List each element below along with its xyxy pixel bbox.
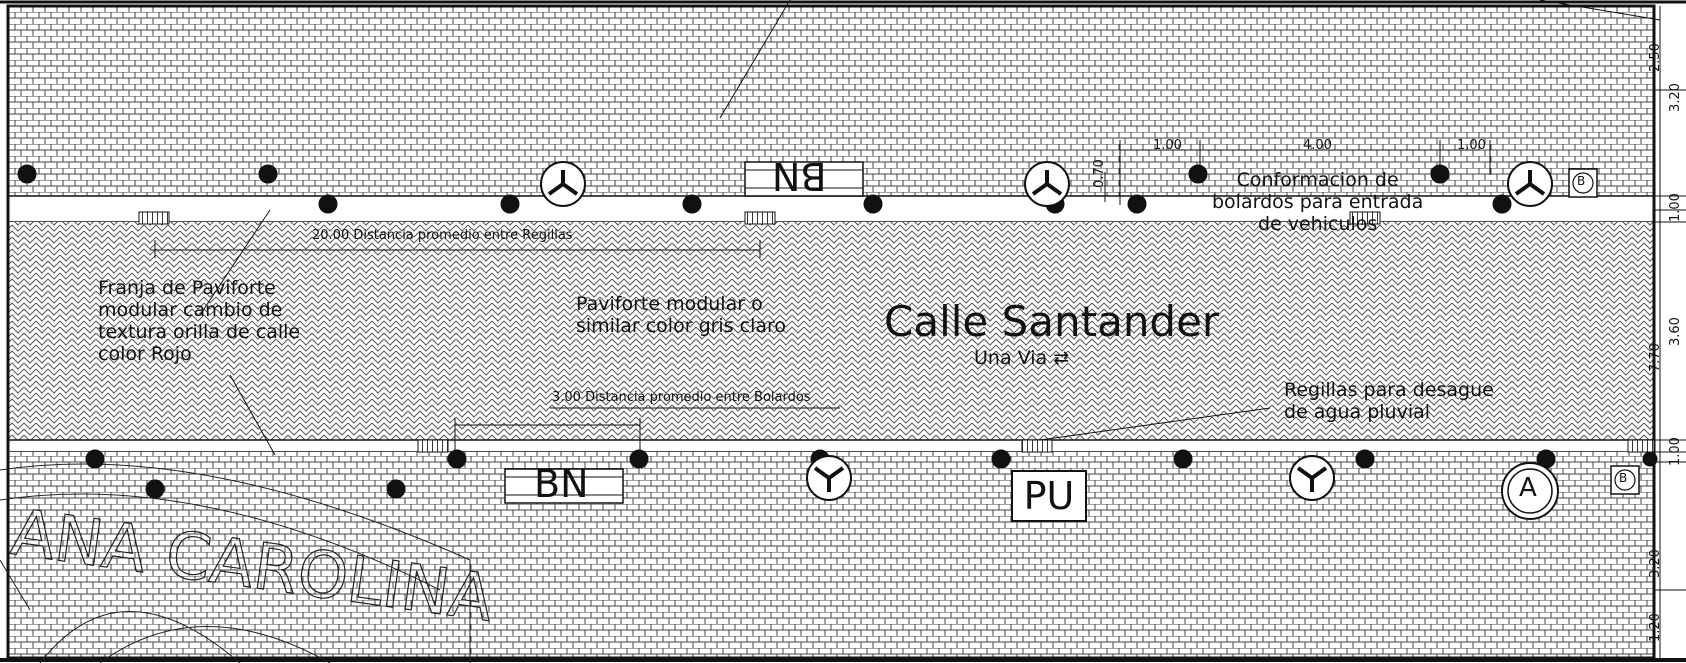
dim-top-2: 4.00 <box>1303 138 1332 153</box>
bollard <box>1188 164 1208 184</box>
bn-sign-top: BN <box>772 154 827 198</box>
street-pavement <box>8 222 1654 440</box>
symbol-a <box>1501 462 1559 520</box>
drain-grille <box>138 211 170 225</box>
tree-symbols <box>540 161 1553 501</box>
note-bollard-config: Conformacion de bolardos para entrada de… <box>1212 169 1424 235</box>
note-paviforte-modular: Paviforte modular o similar color gris c… <box>576 293 787 337</box>
dim-right-2: 3.20 <box>1668 83 1683 112</box>
bollard <box>386 479 406 499</box>
drain-grille <box>1349 211 1381 225</box>
bollard <box>1642 451 1658 467</box>
drain-grilles <box>138 211 1655 453</box>
tree-symbol <box>806 455 852 501</box>
bollard <box>447 449 467 469</box>
dim-right-4: 3.60 <box>1668 317 1683 346</box>
symbol-b-bottom-label: B <box>1619 471 1628 485</box>
symbol-b-bottom <box>1610 465 1640 495</box>
street-direction-label: Una Via <box>974 347 1048 369</box>
bollard <box>682 194 702 214</box>
bollard <box>85 449 105 469</box>
bollard <box>145 479 165 499</box>
dim-right-7: 3.20 <box>1648 549 1663 578</box>
dim-grilles-distance: 20.00 Distancia promedio entre Regillas <box>312 228 573 243</box>
tree-symbol <box>1024 161 1070 207</box>
dim-bollards-distance: 3.00 Distancia promedio entre Bolardos <box>552 390 811 405</box>
tree-symbol <box>1507 161 1553 207</box>
dim-right-3: 1.00 <box>1668 193 1683 222</box>
bollard <box>991 449 1011 469</box>
street-direction: Una Via ⇄ <box>974 347 1070 370</box>
note-drain-grilles: Regillas para desague de agua pluvial <box>1284 379 1494 423</box>
bollard <box>258 164 278 184</box>
symbol-a-label: A <box>1519 473 1537 503</box>
dim-small: 0.70 <box>1092 159 1107 188</box>
bollard <box>17 164 37 184</box>
arrow-icon: ⇄ <box>1053 347 1070 369</box>
dim-right-5: 7.70 <box>1648 343 1663 372</box>
bottom-curb-strip <box>7 439 1655 453</box>
bn-sign-bottom: BN <box>534 462 589 506</box>
symbol-b-top <box>1568 168 1598 198</box>
bollard <box>863 194 883 214</box>
dim-right-1: 2.50 <box>1648 43 1663 72</box>
street-name: Calle Santander <box>884 297 1220 346</box>
symbol-b-top-label: B <box>1577 174 1586 188</box>
bollard <box>1173 449 1193 469</box>
tree-symbol <box>540 161 586 207</box>
bn-sign-top-box <box>744 161 864 197</box>
watermark-seal <box>0 463 471 663</box>
bollard <box>1430 164 1450 184</box>
bollard <box>318 194 338 214</box>
bollard <box>629 449 649 469</box>
drain-grille <box>1021 439 1053 453</box>
dim-right-8: 1.20 <box>1648 613 1663 642</box>
pu-sign: PU <box>1011 470 1087 522</box>
tree-symbol <box>1289 455 1335 501</box>
dim-top-1: 1.00 <box>1153 138 1182 153</box>
drain-grille <box>744 211 776 225</box>
bollard <box>1492 194 1512 214</box>
bollard <box>500 194 520 214</box>
dim-top-3: 1.00 <box>1457 138 1486 153</box>
drain-grille <box>417 439 449 453</box>
drain-grille <box>1627 439 1655 453</box>
bollard <box>1355 449 1375 469</box>
bn-sign-bottom-box <box>504 468 624 504</box>
bollard <box>1127 194 1147 214</box>
dim-right-6: 1.00 <box>1668 437 1683 466</box>
note-paviforte-strip: Franja de Paviforte modular cambio de te… <box>98 277 301 365</box>
